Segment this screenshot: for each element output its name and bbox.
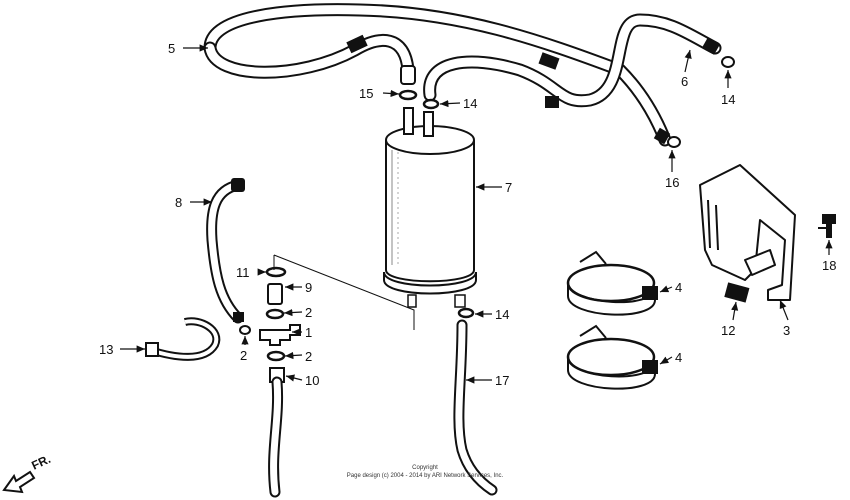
hose-6-sleeve-c xyxy=(701,37,721,55)
clamp-14-right xyxy=(721,56,736,68)
clamp-14-bottom xyxy=(457,307,475,319)
callout-14-bottom: 14 xyxy=(495,307,509,322)
callout-10: 10 xyxy=(305,373,319,388)
hose-6 xyxy=(423,13,722,108)
callout-4-lower: 4 xyxy=(675,350,682,365)
band-4-upper xyxy=(566,250,658,316)
callout-11: 11 xyxy=(236,265,250,280)
callout-1: 1 xyxy=(305,325,312,340)
strap-13 xyxy=(148,317,221,361)
hose-6-sleeve-b xyxy=(545,96,559,108)
callout-2-c: 2 xyxy=(305,349,312,364)
bolt-18 xyxy=(818,214,836,238)
hose-8 xyxy=(206,179,244,324)
hose-17 xyxy=(453,319,498,496)
callout-18: 18 xyxy=(822,258,836,273)
callout-5: 5 xyxy=(168,41,175,56)
hose-16-end xyxy=(653,127,671,145)
callout-2-b: 2 xyxy=(240,348,247,363)
hose-6-sleeve-a xyxy=(538,52,560,70)
copyright-title: Copyright xyxy=(412,465,438,471)
leader-lines xyxy=(120,44,833,384)
bracket-3 xyxy=(699,164,796,301)
callout-7: 7 xyxy=(505,180,512,195)
front-arrow-icon xyxy=(2,470,36,494)
hose-5-end-fitting xyxy=(400,65,416,85)
canister-7 xyxy=(383,107,477,308)
callout-14-right: 14 xyxy=(721,92,735,107)
callout-3: 3 xyxy=(783,323,790,338)
callout-8: 8 xyxy=(175,195,182,210)
callout-9: 9 xyxy=(305,280,312,295)
hose-8-end xyxy=(233,312,244,322)
callout-2-a: 2 xyxy=(305,305,312,320)
callout-14-top: 14 xyxy=(463,96,477,111)
dashed-assembly-box xyxy=(273,254,415,330)
hose-5 xyxy=(203,3,672,147)
callout-6: 6 xyxy=(681,74,688,89)
callout-15: 15 xyxy=(359,86,373,101)
band-4-lower xyxy=(566,324,658,390)
callout-12: 12 xyxy=(721,323,735,338)
clamp-15 xyxy=(398,89,418,101)
clamp-16 xyxy=(667,136,682,148)
clip-12 xyxy=(724,282,750,303)
hose-5-sleeve xyxy=(346,34,368,54)
copyright-notice: Page design (c) 2004 - 2014 by ARI Netwo… xyxy=(347,473,504,479)
clamp-2-left xyxy=(239,325,251,335)
front-direction-marker: FR. xyxy=(2,452,53,494)
hose-10 xyxy=(268,376,284,498)
callout-13: 13 xyxy=(99,342,113,357)
callout-16: 16 xyxy=(665,175,679,190)
callout-17: 17 xyxy=(495,373,509,388)
front-label: FR. xyxy=(29,452,52,473)
clamp-14-top xyxy=(422,98,440,110)
callout-4-upper: 4 xyxy=(675,280,682,295)
joint-assembly xyxy=(259,266,301,383)
hose-8-cap xyxy=(231,178,245,192)
strap-13-head xyxy=(145,342,159,357)
